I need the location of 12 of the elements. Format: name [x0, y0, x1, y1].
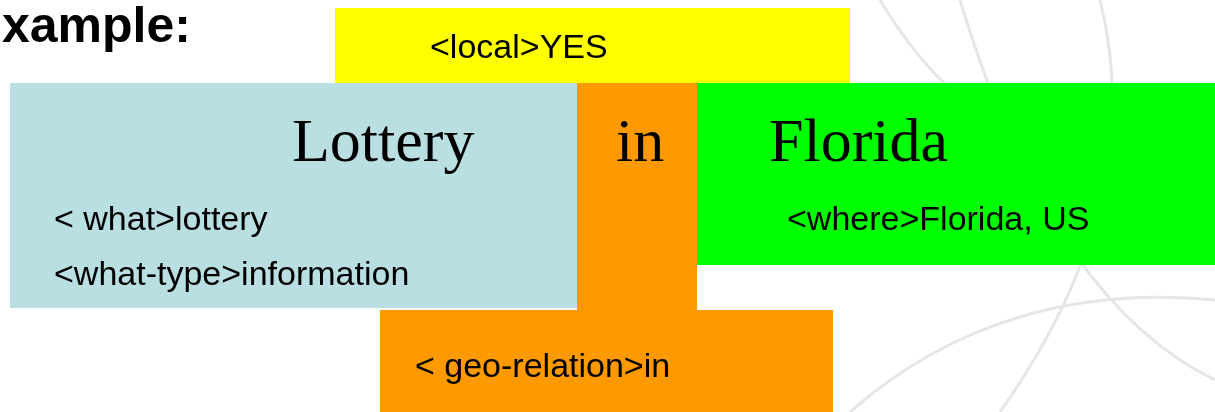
tag-text: < geo-relation>in — [415, 345, 671, 385]
tag-text: <where>Florida, US — [787, 198, 1090, 238]
word-label: in — [616, 105, 665, 175]
tag-text: <what-type>information — [54, 253, 410, 293]
slide-title: xample: — [2, 0, 191, 52]
tag-box — [10, 83, 577, 308]
word-label: Lottery — [292, 105, 475, 175]
tag-text: < what>lottery — [54, 198, 268, 238]
word-label: Florida — [769, 105, 949, 175]
tag-box — [335, 8, 850, 83]
tag-text: <local>YES — [430, 26, 608, 66]
tag-box — [697, 83, 1215, 265]
